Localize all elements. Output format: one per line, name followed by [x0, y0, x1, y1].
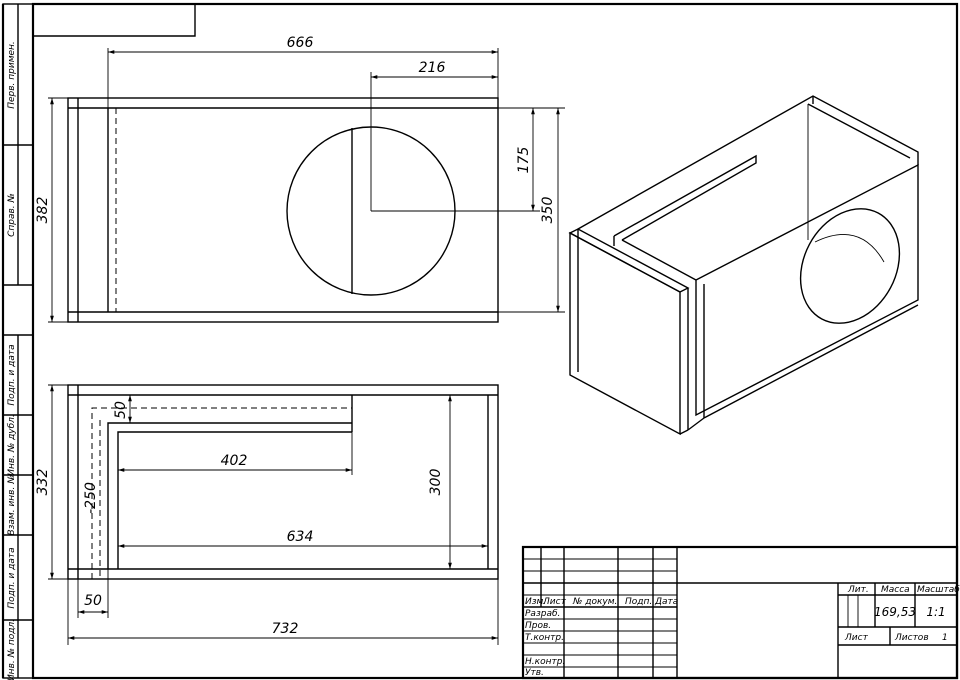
side-labels: Перв. примен. Справ. № Подп. и дата Инв.…: [7, 41, 17, 680]
dim-300: 300: [428, 469, 444, 496]
front-view: 50 402 -250 300 634 332 50 732: [35, 384, 499, 645]
side-label-perv-primen: Перв. примен.: [7, 41, 17, 109]
tb-masshtab-value: 1:1: [926, 605, 945, 619]
title-block: Изм. Лист № докум. Подп. Дата Разраб. Пр…: [521, 545, 960, 680]
tb-lit: Лит.: [847, 585, 869, 595]
dim-402: 402: [221, 453, 248, 469]
isometric-view: [568, 95, 919, 436]
side-label-sprav-no: Справ. №: [7, 193, 17, 237]
dim-666: 666: [287, 35, 314, 51]
side-label-inv-podl: Инв. № подл.: [7, 619, 17, 680]
side-label-podp-data-2: Подп. и дата: [7, 547, 17, 608]
dim-175: 175: [516, 147, 532, 174]
tb-massa: Масса: [881, 585, 910, 595]
tb-podp: Подп.: [625, 597, 652, 607]
dim-332: 332: [35, 469, 51, 496]
dim-634: 634: [287, 529, 314, 545]
tb-utv: Утв.: [525, 668, 544, 678]
top-view: 666 216 175 350 382: [35, 35, 565, 323]
tb-list: Лист: [542, 597, 567, 607]
tb-massa-value: 169,53: [874, 605, 916, 619]
dim-350: 350: [540, 197, 556, 224]
tb-razrab: Разраб.: [525, 609, 560, 619]
speaker-hole-iso: [799, 208, 901, 324]
tb-prov: Пров.: [525, 621, 551, 631]
tb-data: Дата: [654, 597, 678, 607]
tb-tkontr: Т.контр.: [525, 633, 564, 643]
dim-250: -250: [83, 482, 99, 514]
tb-listov-value: 1: [942, 633, 948, 643]
tb-list-label: Лист: [844, 633, 869, 643]
tb-listov-label: Листов: [894, 633, 929, 643]
dim-50-outer: 50: [84, 593, 102, 609]
tb-masshtab: Масштаб: [917, 585, 960, 595]
tb-doc-no: № докум.: [572, 597, 617, 607]
side-label-podp-data-1: Подп. и дата: [7, 344, 17, 405]
dim-382: 382: [35, 197, 51, 224]
side-label-inv-dubl: Инв. № дубл.: [7, 414, 17, 476]
dim-50-inner: 50: [113, 401, 129, 419]
tb-nkontr: Н.контр.: [525, 657, 565, 667]
tb-izm: Изм.: [525, 597, 546, 607]
side-label-vzam-inv: Взам. инв. №: [7, 474, 17, 535]
dim-732: 732: [272, 621, 299, 637]
dim-216: 216: [419, 60, 446, 76]
